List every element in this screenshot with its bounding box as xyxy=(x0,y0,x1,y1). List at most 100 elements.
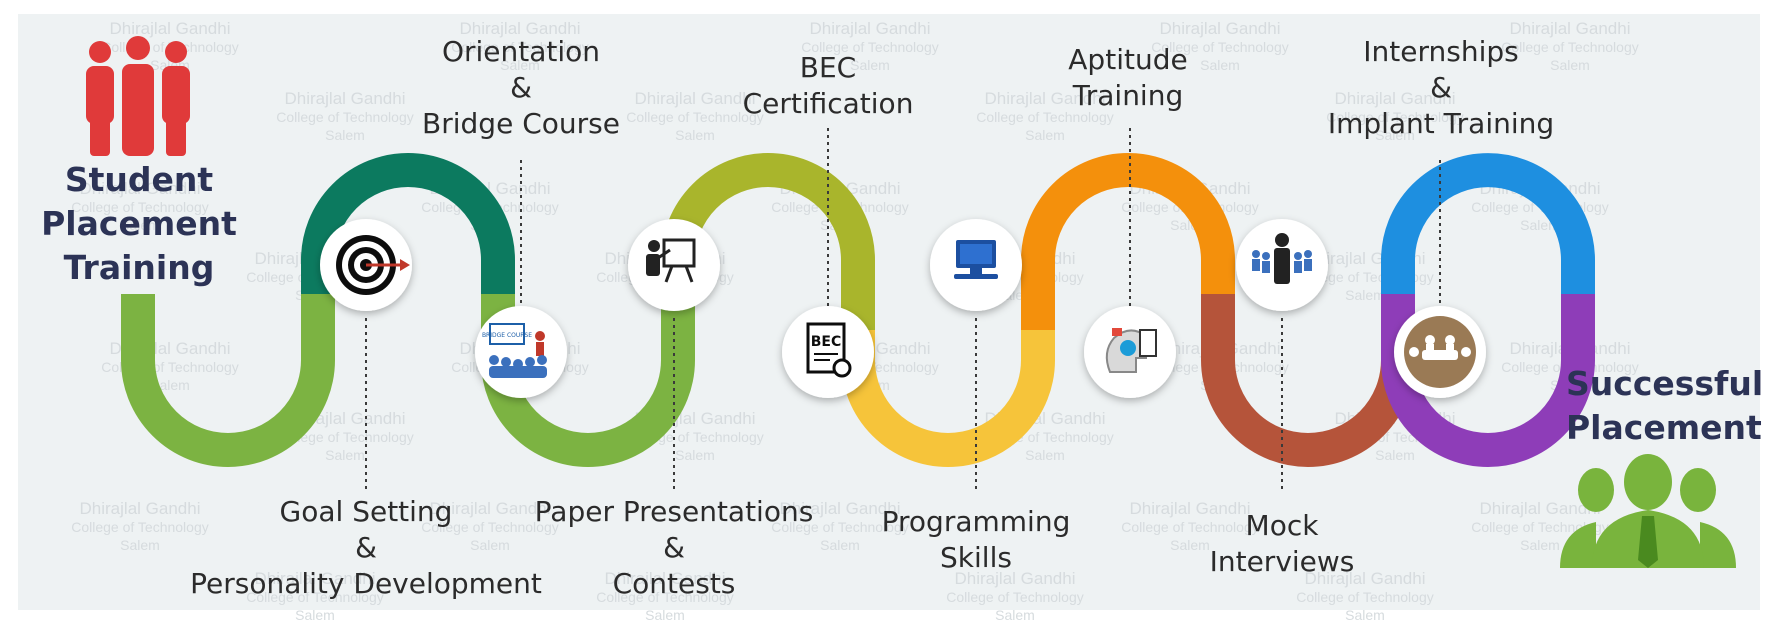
label-line: BEC xyxy=(799,51,857,84)
label-line: Implant Training xyxy=(1327,107,1555,140)
watermark-line: Salem xyxy=(1375,447,1415,463)
watermark-line: College of Technology xyxy=(246,589,384,605)
winding-road xyxy=(121,153,1595,467)
label-line: Training xyxy=(1072,79,1184,112)
label-bec-certification: BEC Certification xyxy=(723,50,933,122)
watermark-line: College of Technology xyxy=(1471,519,1609,535)
connector-lines xyxy=(365,128,1441,492)
watermark-line: College of Technology xyxy=(976,109,1114,125)
watermark-line: Dhirajlal Gandhi xyxy=(954,569,1076,588)
milestone-icons: BRIDGE COURSE BEC xyxy=(320,219,1486,398)
watermark-line: Salem xyxy=(1025,127,1065,143)
watermark-line: College of Technology xyxy=(421,519,559,535)
watermark-line: Salem xyxy=(325,127,365,143)
svg-text:BEC: BEC xyxy=(811,334,842,350)
title-student-placement-training: Student Placement Training xyxy=(34,158,244,290)
watermark-line: College of Technology xyxy=(946,589,1084,605)
watermark-line: College of Technology xyxy=(276,109,414,125)
watermark-line: College of Technology xyxy=(626,109,764,125)
watermark-line: Dhirajlal Gandhi xyxy=(79,499,201,518)
watermark-line: College of Technology xyxy=(1326,109,1464,125)
label-line: Personality Development xyxy=(190,567,542,600)
watermark-line: Salem xyxy=(1375,127,1415,143)
watermark-line: College of Technology xyxy=(596,589,734,605)
watermark-line: Dhirajlal Gandhi xyxy=(79,179,201,198)
svg-text:BRIDGE COURSE: BRIDGE COURSE xyxy=(482,332,532,339)
watermark-line: Dhirajlal Gandhi xyxy=(1334,89,1456,108)
title-line: Placement xyxy=(1566,408,1762,447)
label-line: & xyxy=(355,531,377,564)
label-orientation: Orientation & Bridge Course xyxy=(371,34,671,142)
watermark-line: Salem xyxy=(820,537,860,553)
watermark-line: Salem xyxy=(470,537,510,553)
people-red-icon xyxy=(86,36,190,156)
watermark-line: Salem xyxy=(120,217,160,233)
watermark-line: Dhirajlal Gandhi xyxy=(1129,499,1251,518)
watermark-line: College of Technology xyxy=(1151,39,1289,55)
label-line: Contests xyxy=(612,567,736,600)
watermark-line: Salem xyxy=(325,447,365,463)
title-line: Student xyxy=(64,160,214,199)
label-line: & xyxy=(1430,71,1452,104)
watermark-line: College of Technology xyxy=(1501,39,1639,55)
watermark-line: Dhirajlal Gandhi xyxy=(1159,19,1281,38)
label-line: Skills xyxy=(940,541,1012,574)
watermark-line: Dhirajlal Gandhi xyxy=(984,89,1106,108)
watermark-line: Salem xyxy=(675,127,715,143)
bridge-course-icon: BRIDGE COURSE xyxy=(475,306,567,398)
computer-icon xyxy=(930,219,1022,311)
watermark-line: College of Technology xyxy=(1121,519,1259,535)
watermark-line: Dhirajlal Gandhi xyxy=(809,19,931,38)
label-line: & xyxy=(510,71,532,104)
watermark-line: College of Technology xyxy=(71,519,209,535)
watermark-line: Salem xyxy=(500,57,540,73)
watermark-line: College of Technology xyxy=(1296,589,1434,605)
watermark-line: Dhirajlal Gandhi xyxy=(604,569,726,588)
watermark-line: College of Technology xyxy=(71,199,209,215)
label-paper-presentations: Paper Presentations & Contests xyxy=(504,494,844,602)
title-line: Successful xyxy=(1566,364,1764,403)
label-aptitude-training: Aptitude Training xyxy=(1038,42,1218,114)
watermark-line: Salem xyxy=(850,57,890,73)
people-green-icon xyxy=(1560,454,1736,568)
watermark-line: Salem xyxy=(120,537,160,553)
watermark-line: Dhirajlal Gandhi xyxy=(1304,569,1426,588)
label-line: Aptitude xyxy=(1068,43,1188,76)
label-line: Goal Setting xyxy=(279,495,453,528)
watermark-line: Salem xyxy=(1025,447,1065,463)
watermark-line: Salem xyxy=(1345,287,1385,303)
watermark-line: Salem xyxy=(1200,57,1240,73)
watermark-line: Dhirajlal Gandhi xyxy=(429,499,551,518)
label-line: Internships xyxy=(1363,35,1519,68)
title-successful-placement: Successful Placement xyxy=(1566,362,1764,450)
label-line: Certification xyxy=(742,87,914,120)
watermark-line: Salem xyxy=(675,447,715,463)
watermark-line: Dhirajlal Gandhi xyxy=(1509,19,1631,38)
label-internships: Internships & Implant Training xyxy=(1296,34,1586,142)
label-line: Bridge Course xyxy=(422,107,620,140)
title-line: Training xyxy=(63,248,215,287)
presentation-icon xyxy=(628,219,720,311)
watermark-line: Dhirajlal Gandhi xyxy=(109,19,231,38)
label-line: Programming xyxy=(881,505,1071,538)
label-line: Paper Presentations xyxy=(534,495,814,528)
label-line: Interviews xyxy=(1209,545,1355,578)
watermark-line: Salem xyxy=(1550,57,1590,73)
label-line: & xyxy=(663,531,685,564)
label-mock-interviews: Mock Interviews xyxy=(1182,508,1382,580)
watermark-line: Salem xyxy=(1170,537,1210,553)
title-line: Placement xyxy=(41,204,237,243)
